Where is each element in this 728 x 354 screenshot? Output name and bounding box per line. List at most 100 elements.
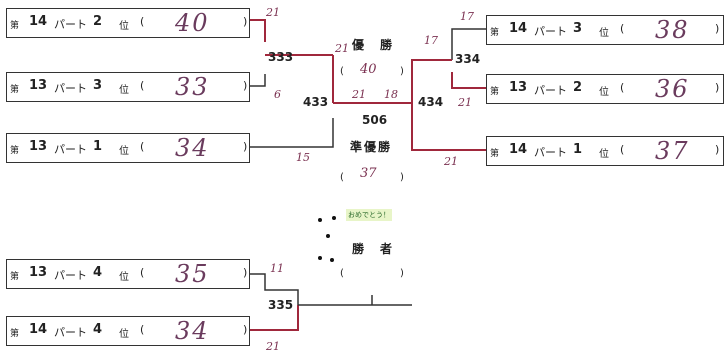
- team-rank-suffix: 位: [599, 87, 609, 98]
- team-rank: 3: [93, 78, 103, 93]
- team-handwritten-value: 37: [655, 137, 690, 165]
- score-r2: 21: [458, 96, 472, 109]
- score-l1: 21: [266, 6, 280, 19]
- team-generation: 13: [29, 265, 48, 280]
- team-rank: 2: [573, 80, 583, 95]
- team-prefix: 第: [490, 28, 500, 38]
- team-prefix: 第: [490, 87, 500, 97]
- team-generation: 14: [509, 142, 528, 157]
- decor-dot: [332, 216, 336, 220]
- team-prefix: 第: [10, 329, 20, 339]
- team-paren-close: ): [243, 15, 248, 28]
- winner-label: 勝 者: [352, 242, 395, 256]
- team-paren-close: ): [715, 22, 720, 35]
- team-box-r2: 第 13 パート 2 位 ( 36 ): [486, 74, 724, 104]
- team-paren-open: (: [620, 143, 625, 156]
- line-r1: [451, 28, 487, 60]
- team-part-label: パート: [534, 146, 567, 159]
- team-prefix: 第: [10, 21, 20, 31]
- team-box-r1: 第 14 パート 3 位 ( 38 ): [486, 15, 724, 45]
- team-part-label: パート: [54, 269, 87, 282]
- team-generation: 13: [29, 139, 48, 154]
- team-paren-open: (: [620, 81, 625, 94]
- team-prefix: 第: [490, 149, 500, 159]
- team-handwritten-value: 36: [655, 75, 690, 103]
- score-l2: 6: [274, 88, 281, 101]
- decor-dot: [326, 234, 330, 238]
- team-paren-close: ): [243, 79, 248, 92]
- team-rank-suffix: 位: [119, 21, 129, 32]
- team-box-l3: 第 13 パート 1 位 ( 34 ): [6, 133, 250, 163]
- team-rank: 3: [573, 21, 583, 36]
- score-r3: 21: [444, 155, 458, 168]
- line-l3: [250, 118, 334, 148]
- team-part-label: パート: [54, 82, 87, 95]
- team-generation: 14: [509, 21, 528, 36]
- decor-dot: [318, 218, 322, 222]
- champion-paren-close: ): [400, 66, 404, 77]
- runnerup-paren-open: (: [340, 172, 344, 183]
- team-handwritten-value: 34: [175, 317, 210, 345]
- match-number-506: 506: [362, 113, 388, 127]
- score-r1: 17: [460, 10, 474, 23]
- line-r3: [411, 103, 487, 151]
- match-number-434: 434: [418, 95, 444, 109]
- team-rank-suffix: 位: [119, 85, 129, 96]
- team-box-l2: 第 13 パート 3 位 ( 33 ): [6, 72, 250, 102]
- champion-paren-open: (: [340, 66, 344, 77]
- team-rank-suffix: 位: [119, 329, 129, 340]
- runnerup-value: 37: [360, 166, 377, 181]
- team-rank: 1: [93, 139, 103, 154]
- team-handwritten-value: 33: [175, 73, 210, 101]
- decor-dot: [318, 256, 322, 260]
- team-box-l5: 第 14 パート 4 位 ( 34 ): [6, 316, 250, 346]
- team-part-label: パート: [534, 25, 567, 38]
- match-number-333: 333: [268, 50, 294, 64]
- team-generation: 13: [29, 78, 48, 93]
- team-paren-open: (: [620, 22, 625, 35]
- team-paren-close: ): [715, 143, 720, 156]
- team-paren-open: (: [140, 15, 145, 28]
- match-number-335: 335: [268, 298, 294, 312]
- line-l1: [250, 19, 266, 42]
- team-handwritten-value: 35: [175, 260, 210, 288]
- team-handwritten-value: 38: [655, 16, 690, 44]
- match-number-433: 433: [303, 95, 329, 109]
- score-l4: 11: [270, 262, 284, 275]
- team-part-label: パート: [54, 326, 87, 339]
- team-paren-close: ): [243, 323, 248, 336]
- team-generation: 14: [29, 14, 48, 29]
- decor-dot: [330, 258, 334, 262]
- team-paren-close: ): [243, 140, 248, 153]
- winner-paren-close: ): [400, 268, 404, 279]
- score-434: 18: [384, 88, 398, 101]
- line-l5: [250, 305, 299, 331]
- congrats-sticker: おめでとう！: [346, 209, 392, 221]
- score-334: 17: [424, 34, 438, 47]
- winner-paren-open: (: [340, 268, 344, 279]
- team-generation: 14: [29, 322, 48, 337]
- champion-label: 優 勝: [352, 38, 395, 52]
- score-l3: 15: [296, 151, 310, 164]
- team-rank: 2: [93, 14, 103, 29]
- team-paren-close: ): [243, 266, 248, 279]
- team-box-l1: 第 14 パート 2 位 ( 40 ): [6, 8, 250, 38]
- team-part-label: パート: [534, 84, 567, 97]
- team-rank: 4: [93, 265, 103, 280]
- runnerup-paren-close: ): [400, 172, 404, 183]
- team-rank: 4: [93, 322, 103, 337]
- team-rank-suffix: 位: [119, 272, 129, 283]
- team-prefix: 第: [10, 272, 20, 282]
- team-paren-close: ): [715, 81, 720, 94]
- match-number-334: 334: [455, 52, 481, 66]
- score-l5: 21: [266, 340, 280, 353]
- score-333: 21: [335, 42, 349, 55]
- team-part-label: パート: [54, 18, 87, 31]
- team-rank-suffix: 位: [599, 28, 609, 39]
- line-l2: [250, 74, 266, 87]
- runnerup-label: 準優勝: [350, 140, 393, 154]
- team-rank-suffix: 位: [119, 146, 129, 157]
- team-prefix: 第: [10, 85, 20, 95]
